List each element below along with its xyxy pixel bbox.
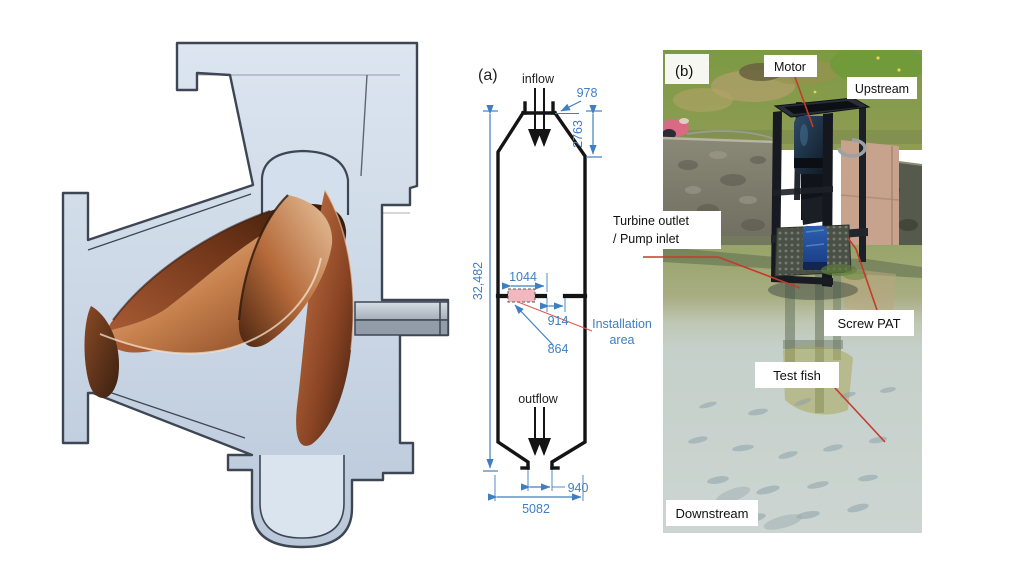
photo-leader-lines (794, 76, 886, 443)
pump-screw-impeller (84, 189, 355, 446)
motor-label: Motor (774, 60, 806, 74)
installation-leader-line (517, 301, 593, 332)
diagram-texts: inflow outflow 978 2763 32,482 1044 914 … (471, 72, 652, 516)
pump-sump-interior (259, 455, 345, 539)
installation-area-label-1: Installation (592, 317, 652, 331)
dim-914: 914 (548, 314, 569, 328)
test-fish-label: Test fish (773, 368, 821, 383)
screw-pat-body (803, 226, 827, 270)
pump-cutaway-illustration (61, 41, 450, 549)
flume-schematic-panel: (a) (471, 67, 652, 516)
test-fish-leader (834, 387, 886, 443)
motor-leader (794, 76, 814, 128)
panel-b-label: (b) (675, 63, 693, 80)
dim-5082: 5082 (522, 502, 550, 516)
photo-gate-board (840, 140, 900, 256)
dim-940: 940 (568, 481, 589, 495)
dimension-lines (483, 100, 602, 501)
field-photo-panel: (b) Motor Upstream Screw PAT Test fish D… (663, 50, 922, 533)
outflow-label: outflow (518, 392, 559, 406)
photo-labels: (b) Motor Upstream Screw PAT Test fish D… (665, 54, 917, 526)
dim-32482: 32,482 (471, 262, 485, 300)
turbine-outlet-label-line1: Turbine outlet (613, 214, 689, 228)
dim-2763: 2763 (571, 120, 585, 148)
panel-a-label: (a) (478, 67, 498, 84)
handle-ring (837, 138, 867, 158)
screw-pat-label: Screw PAT (837, 316, 900, 331)
installation-area-rect (507, 288, 536, 303)
installation-area-label-2: area (609, 333, 634, 347)
screw-pat-leader (847, 237, 878, 311)
turbine-outlet-label: Turbine outlet / Pump inlet (611, 211, 721, 250)
upstream-label: Upstream (855, 82, 909, 96)
dim-978: 978 (577, 86, 598, 100)
dim-1044: 1044 (509, 270, 537, 284)
turbine-outlet-label-line2: / Pump inlet (613, 232, 680, 247)
dim-864: 864 (548, 342, 569, 356)
downstream-label: Downstream (676, 506, 749, 521)
flow-arrows (528, 88, 551, 456)
photo-cable (686, 130, 777, 141)
photo-pink-bag (663, 118, 689, 139)
pump-shaft (354, 301, 449, 336)
inflow-label: inflow (522, 72, 555, 86)
pump-section-lines (87, 74, 410, 439)
